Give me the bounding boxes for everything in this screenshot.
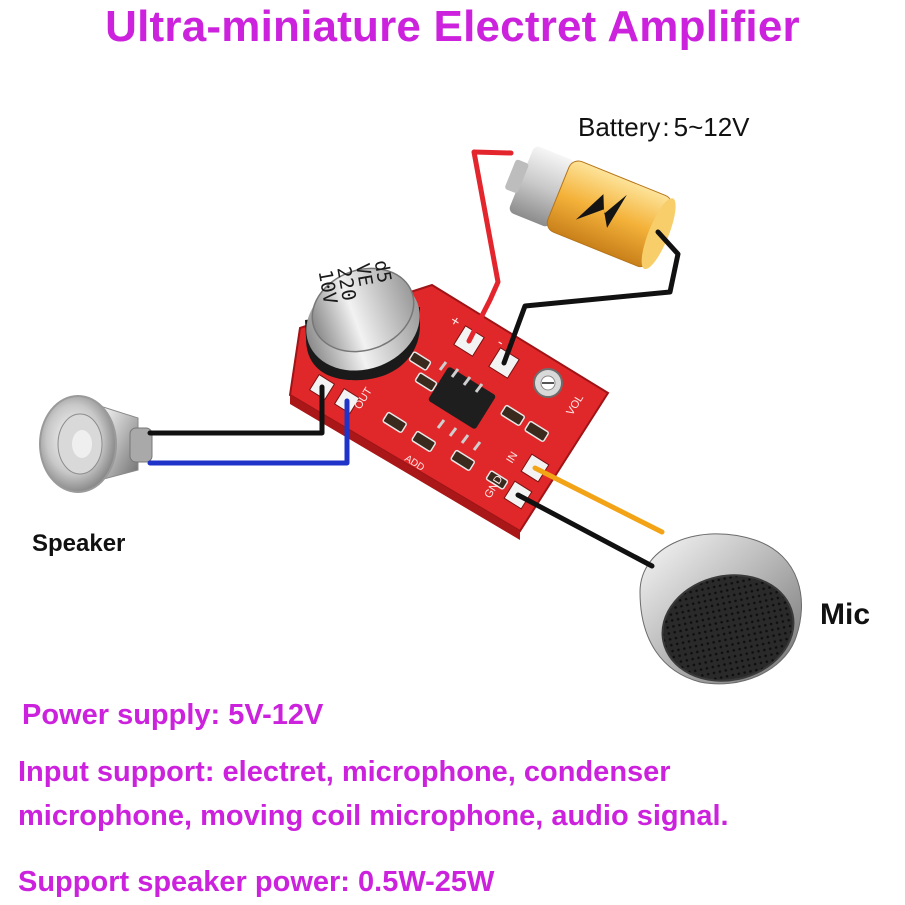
battery-label-separator: : (662, 112, 670, 142)
smd-components (382, 351, 549, 490)
ic-chip (428, 361, 496, 451)
black-speaker-wire (147, 384, 325, 436)
mic-label: Mic (820, 598, 871, 631)
battery-label-text: Battery (578, 112, 661, 142)
battery-icon (505, 146, 676, 270)
volume-potentiometer (533, 368, 563, 398)
battery-voltage: 5~12V (673, 112, 750, 142)
spec-power-supply: Power supply: 5V-12V (22, 699, 324, 731)
microphone-icon (639, 533, 802, 685)
black-supply-wire (501, 229, 681, 366)
red-wire (466, 149, 514, 344)
cap-marking-2: VE (351, 262, 377, 288)
orange-mic-wire (532, 465, 665, 535)
spec-input-support-line1: Input support: electret, microphone, con… (18, 756, 671, 788)
silk-in: IN (504, 450, 520, 466)
speaker-label: Speaker (32, 530, 126, 557)
blue-speaker-wire (147, 398, 350, 466)
spec-input-support-line2: microphone, moving coil microphone, audi… (18, 800, 729, 832)
black-mic-wire (515, 492, 655, 569)
spec-speaker-power: Support speaker power: 0.5W-25W (18, 866, 495, 898)
electrolytic-capacitor: d5 VE 220 10V (305, 258, 420, 381)
speaker-icon (39, 395, 153, 493)
cap-marking-1: d5 (370, 258, 396, 284)
battery-label: Battery:5~12V (578, 112, 750, 143)
page-title: Ultra-miniature Electret Amplifier (105, 2, 800, 51)
wires (147, 149, 681, 569)
